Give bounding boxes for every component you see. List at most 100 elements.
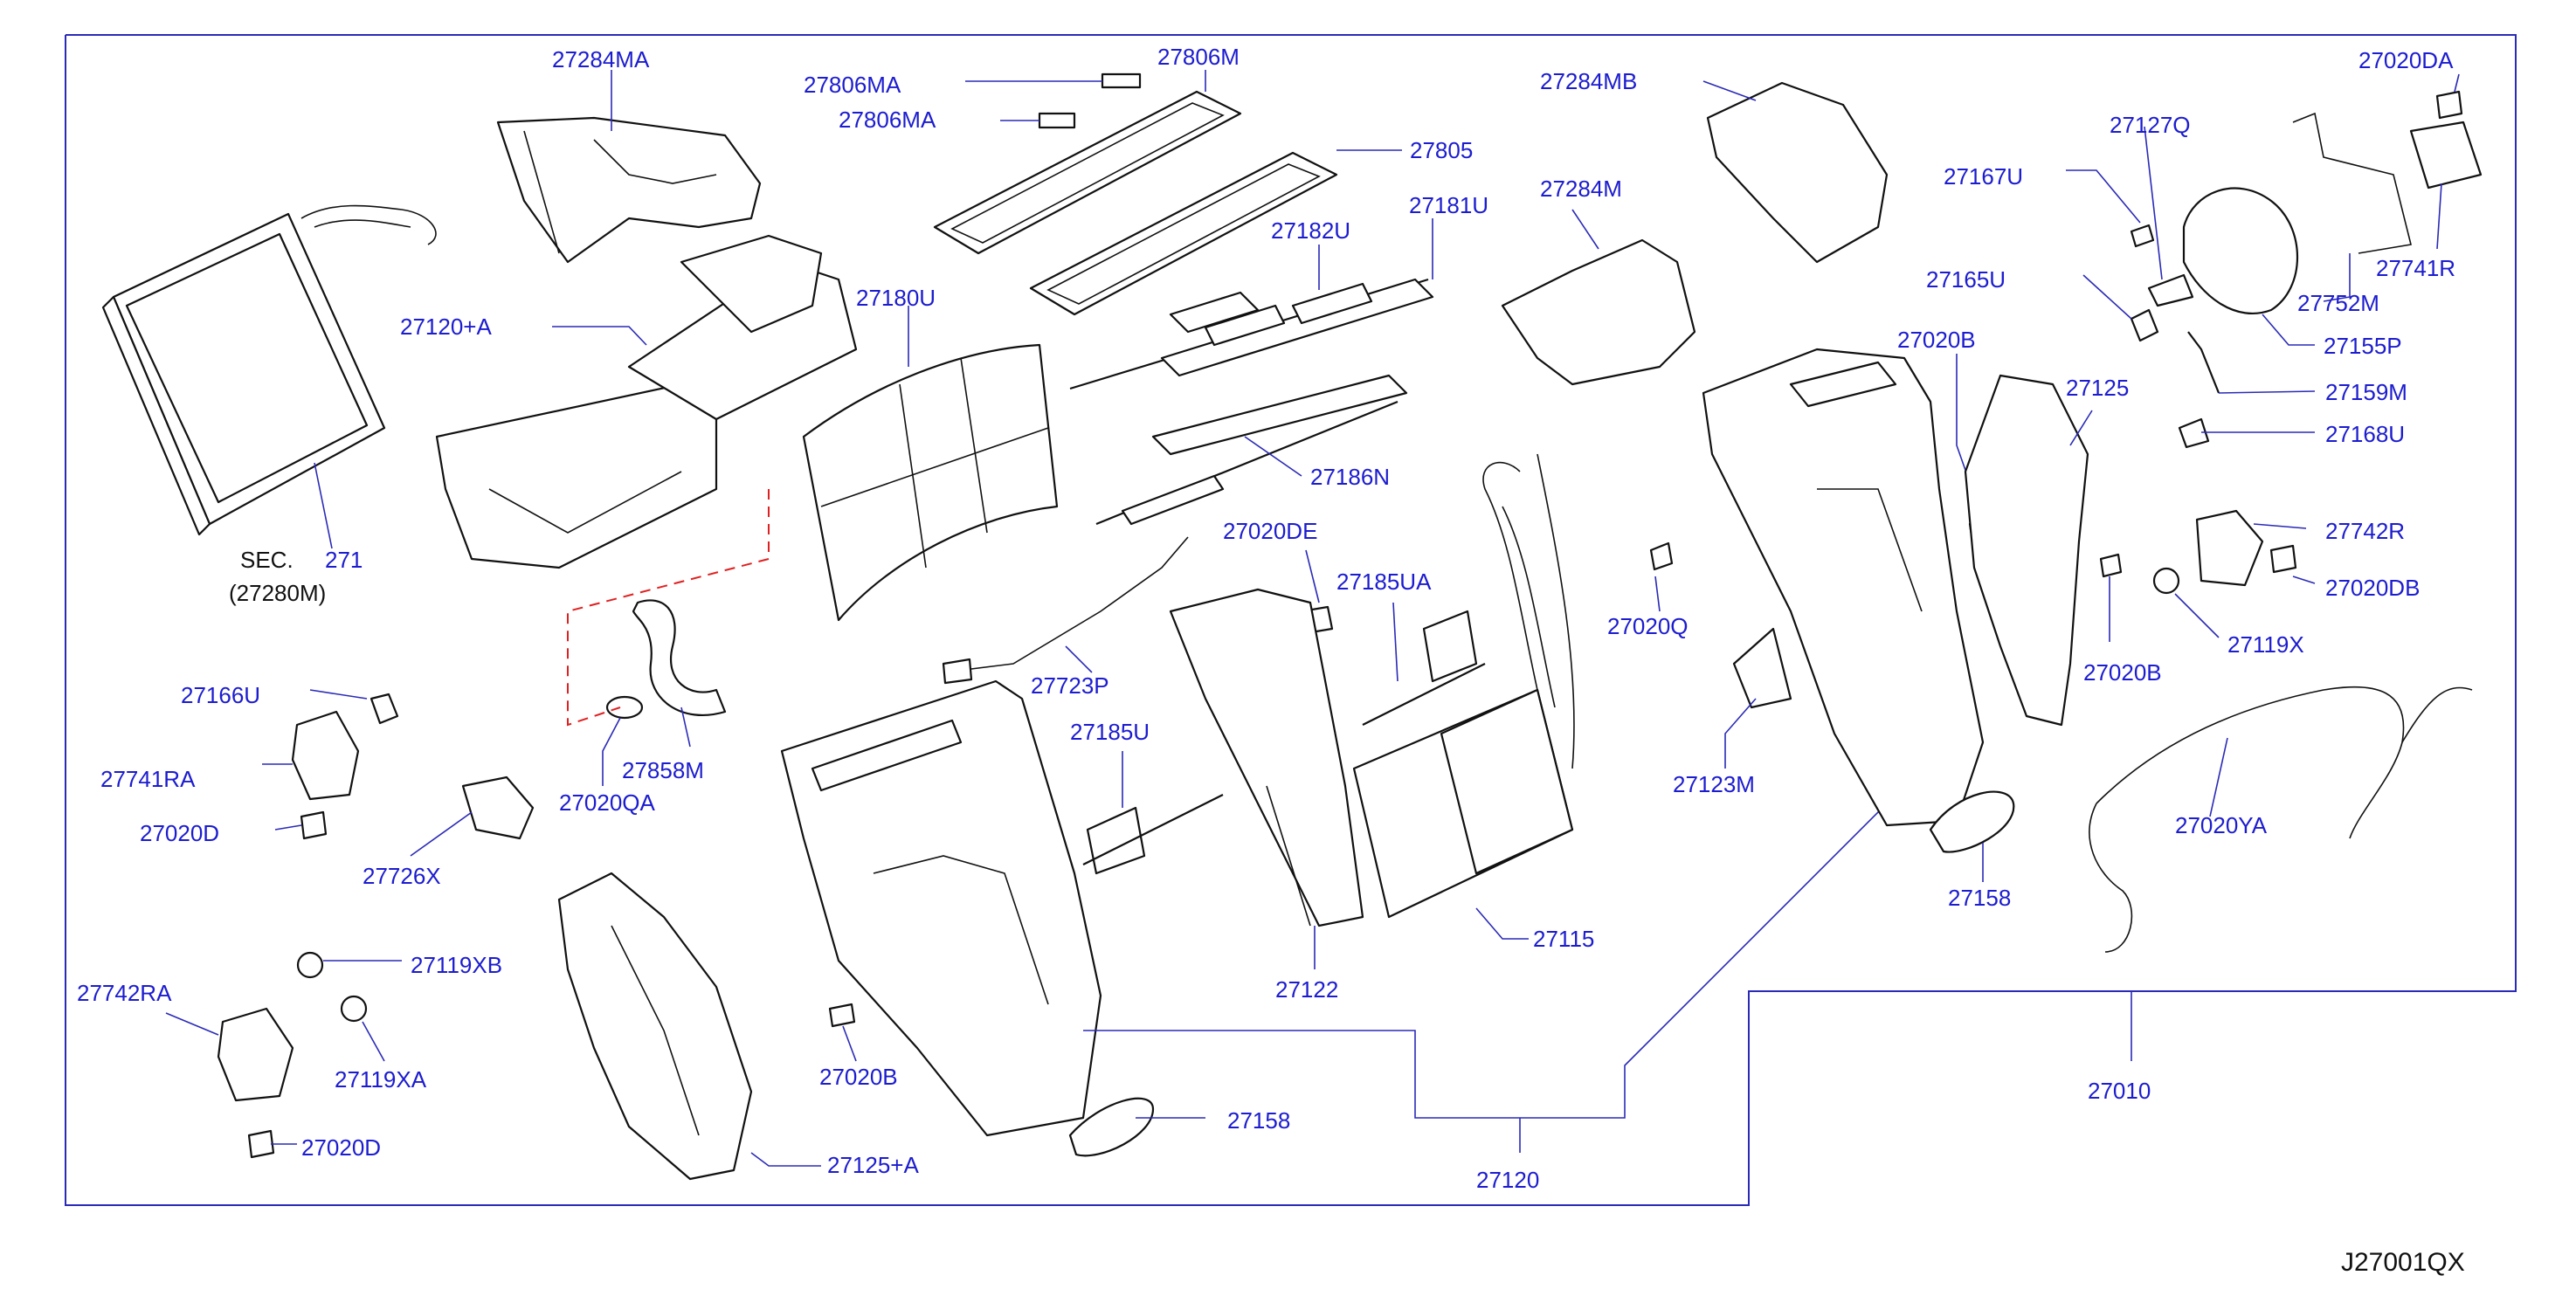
sensor-27726X bbox=[461, 776, 535, 840]
label-27185U: 27185U bbox=[1070, 719, 1150, 745]
filter-27805 bbox=[1029, 151, 1338, 316]
clip-27020B-mid bbox=[2099, 553, 2123, 578]
label-27120: 27120 bbox=[1476, 1167, 1539, 1193]
leader-27186N bbox=[1244, 436, 1302, 477]
label-27182U: 27182U bbox=[1271, 217, 1350, 244]
actuator-27741R bbox=[2409, 121, 2483, 190]
leader-27020DB bbox=[2292, 576, 2316, 584]
screw-27020D-upper bbox=[300, 810, 328, 840]
leader-evaporator bbox=[314, 462, 333, 549]
lever-27127Q bbox=[2147, 273, 2194, 307]
clamp-27020QA bbox=[605, 695, 644, 720]
leader-27125 bbox=[2069, 410, 2093, 446]
door-27181U bbox=[1069, 278, 1434, 390]
link-rod bbox=[2292, 112, 2412, 254]
leader-27120A bbox=[552, 326, 647, 346]
label-27020QA: 27020QA bbox=[559, 789, 656, 816]
clip-27020Q bbox=[1649, 541, 1674, 571]
actuator-27741RA bbox=[291, 710, 360, 801]
bracket-27123M bbox=[1732, 627, 1792, 709]
label-27284M: 27284M bbox=[1540, 176, 1622, 202]
heater-case-27120A bbox=[435, 234, 858, 569]
label-27284MA: 27284MA bbox=[552, 46, 650, 72]
leader-27742R bbox=[2253, 523, 2307, 529]
filter-27806M bbox=[933, 90, 1242, 255]
label-27723P: 27723P bbox=[1031, 672, 1109, 699]
heater-case-27120-right bbox=[1702, 348, 1985, 827]
label-27020D-b: 27020D bbox=[301, 1134, 381, 1161]
clip-27168U bbox=[2178, 417, 2210, 449]
label-27020YA: 27020YA bbox=[2175, 812, 2268, 838]
door-27182U bbox=[1169, 291, 1260, 334]
label-27726X: 27726X bbox=[363, 863, 441, 889]
screw-27020DA bbox=[2435, 90, 2463, 120]
label-27742RA: 27742RA bbox=[77, 980, 172, 1006]
pin-27167U bbox=[2130, 224, 2155, 248]
label-27020Q: 27020Q bbox=[1607, 613, 1689, 639]
motor-27119X bbox=[2152, 567, 2180, 595]
label-27120A: 27120+A bbox=[400, 314, 492, 340]
sec-subref: (27280M) bbox=[229, 580, 326, 606]
label-27858M: 27858M bbox=[622, 757, 704, 783]
label-27806M: 27806M bbox=[1157, 44, 1240, 70]
label-27155P: 27155P bbox=[2324, 333, 2402, 359]
leader-27020B-c bbox=[842, 1025, 857, 1062]
sensor-wire-27723P bbox=[942, 536, 1189, 685]
label-27159M: 27159M bbox=[2325, 379, 2407, 405]
assembly-dashline bbox=[567, 489, 770, 727]
duct-27125A bbox=[557, 872, 753, 1181]
grille-27185UA bbox=[1362, 610, 1486, 726]
leader-27165U bbox=[2082, 274, 2132, 320]
screw-27020D-lower bbox=[247, 1129, 275, 1159]
cam-27155P bbox=[2182, 187, 2298, 315]
actuator-27742RA bbox=[217, 1007, 294, 1102]
label-27119XB: 27119XB bbox=[411, 952, 502, 978]
leader-27185UA bbox=[1392, 602, 1398, 682]
seal-27158-lower bbox=[1068, 1097, 1155, 1157]
label-27180U: 27180U bbox=[856, 285, 936, 311]
leader-27752M bbox=[2323, 253, 2351, 302]
label-27167U: 27167U bbox=[1944, 163, 2023, 190]
label-27122: 27122 bbox=[1275, 976, 1338, 1003]
label-27020DE: 27020DE bbox=[1223, 518, 1317, 544]
clip-27165U bbox=[2130, 308, 2159, 342]
label-27125: 27125 bbox=[2066, 375, 2129, 401]
heater-case-27120-left bbox=[780, 679, 1102, 1137]
leader-27726X bbox=[410, 811, 473, 857]
label-27806MA-b: 27806MA bbox=[839, 107, 936, 133]
assembly-frame bbox=[65, 34, 2517, 1206]
link-27159M bbox=[2187, 331, 2220, 394]
heater-core-27115 bbox=[1352, 453, 1575, 919]
leader-27723P bbox=[1065, 645, 1093, 673]
leader-27125A bbox=[750, 1152, 821, 1167]
grille-27185U bbox=[1082, 794, 1224, 875]
label-27119X: 27119X bbox=[2227, 631, 2304, 658]
duct-27122 bbox=[1169, 588, 1364, 927]
clip-27806MA-lower bbox=[1038, 112, 1076, 129]
actuator-27742R bbox=[2195, 509, 2264, 587]
motor-27119XB bbox=[296, 951, 324, 979]
label-27115: 27115 bbox=[1533, 926, 1594, 952]
label-27020B-b: 27020B bbox=[2083, 659, 2162, 686]
leader-27167U bbox=[2066, 169, 2141, 224]
leader-27119XA bbox=[362, 1021, 385, 1062]
leader-27127Q bbox=[2144, 126, 2163, 280]
leader-27159M bbox=[2218, 390, 2316, 394]
label-27752M: 27752M bbox=[2297, 290, 2379, 316]
label-27741R: 27741R bbox=[2376, 255, 2455, 281]
leader-27020DA bbox=[2454, 73, 2460, 93]
door-27186N bbox=[1095, 374, 1408, 526]
label-27010: 27010 bbox=[2088, 1078, 2151, 1104]
leader-27020D-a bbox=[274, 824, 302, 831]
sec-number: 271 bbox=[325, 547, 363, 573]
label-27127Q: 27127Q bbox=[2110, 112, 2191, 138]
label-27020D-a: 27020D bbox=[140, 820, 219, 846]
hose-27858M bbox=[632, 599, 727, 717]
leader-27020YA bbox=[2209, 737, 2228, 817]
seal-27158-upper bbox=[1929, 790, 2015, 853]
leader-27284M bbox=[1571, 209, 1599, 250]
label-27123M: 27123M bbox=[1673, 771, 1755, 797]
label-27020B-c: 27020B bbox=[819, 1064, 898, 1090]
label-27186N: 27186N bbox=[1310, 464, 1390, 490]
